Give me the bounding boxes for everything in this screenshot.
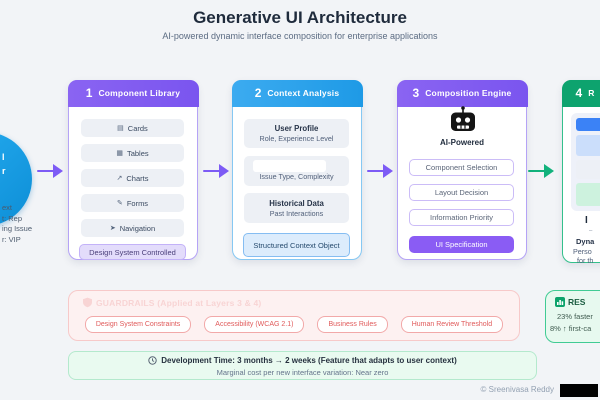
ui-specification-badge: UI Specification xyxy=(409,236,514,253)
flow-arrow-icon xyxy=(203,164,230,178)
metrics-line-1-row: Development Time: 3 months → 2 weeks (Fe… xyxy=(69,356,536,365)
development-metrics-bar: Development Time: 3 months → 2 weeks (Fe… xyxy=(68,351,537,380)
render-line-fragment: for th xyxy=(577,256,594,265)
render-heading-fragment: I xyxy=(585,215,588,226)
context-box-historical-data: Historical Data Past Interactions xyxy=(244,193,349,223)
render-sub-fragment: – xyxy=(589,228,593,234)
forms-icon: ✎ xyxy=(116,200,123,207)
guardrails-title: GUARDRAILS (Applied at Layers 3 & 4) xyxy=(96,297,262,308)
charts-icon: ↗ xyxy=(116,175,123,182)
panel-title: R xyxy=(588,88,595,98)
flow-arrow-icon xyxy=(367,164,394,178)
item-label: Tables xyxy=(126,148,149,158)
box-subtitle: Issue Type, Complexity xyxy=(259,172,334,181)
item-label: Charts xyxy=(126,173,149,183)
guardrails-box: GUARDRAILS (Applied at Layers 3 & 4) Des… xyxy=(68,290,520,341)
design-system-controlled-badge: Design System Controlled xyxy=(79,244,186,260)
copyright-credit: © Sreenivasa Reddy xyxy=(480,385,555,394)
guardrails-title-row: GUARDRAILS (Applied at Layers 3 & 4) xyxy=(83,297,261,308)
guardrail-pill: Accessibility (WCAG 2.1) xyxy=(204,316,305,333)
caption-line: t: Rep xyxy=(2,213,23,223)
guardrail-pill: Business Rules xyxy=(317,316,388,333)
caption-line: r: VIP xyxy=(2,234,21,244)
page-title: Generative UI Architecture xyxy=(193,8,407,27)
mini-ui-mockup xyxy=(571,113,600,211)
context-caption-list: ext t: Rep ing Issue r: VIP xyxy=(2,203,32,245)
caption-line: ext xyxy=(2,203,13,212)
item-label: Navigation xyxy=(119,223,156,233)
redaction-box xyxy=(560,384,598,397)
panel-title: Composition Engine xyxy=(425,88,512,98)
panel-composition-engine: 3 Composition Engine AI-Powered Componen… xyxy=(396,79,528,260)
navigation-icon: ➤ xyxy=(109,225,116,232)
box-subtitle: Role, Experience Level xyxy=(259,134,334,143)
results-line: 23% faster xyxy=(557,312,593,321)
panel-rendered-ui: 4 R I – Dyna Perso for th xyxy=(561,79,600,265)
guardrail-pill: Human Review Threshold xyxy=(400,316,504,333)
render-line-fragment: Perso xyxy=(573,247,592,256)
mockup-bar-gray xyxy=(576,160,600,179)
panel-component-library: 1 Component Library ▤ Cards ▦ Tables ↗ C… xyxy=(67,79,199,260)
mockup-bar-blue xyxy=(576,118,600,131)
panel-header: 4 R xyxy=(561,79,600,107)
bar-chart-icon xyxy=(555,297,565,307)
structured-context-object-badge: Structured Context Object xyxy=(243,233,350,257)
item-label: Cards xyxy=(127,123,148,133)
box-title: Historical Data xyxy=(269,198,324,208)
library-item-tables: ▦ Tables xyxy=(81,144,184,162)
results-title-row: RES xyxy=(555,297,585,307)
library-item-navigation: ➤ Navigation xyxy=(81,219,184,237)
clock-icon xyxy=(148,356,157,365)
step-number: 3 xyxy=(412,86,420,100)
engine-step-information-priority: Information Priority xyxy=(409,209,514,226)
context-box-current-case: Issue Type, Complexity xyxy=(244,156,349,186)
flow-arrow-icon xyxy=(37,164,64,178)
panel-header: 2 Context Analysis xyxy=(231,79,363,107)
context-box-user-profile: User Profile Role, Experience Level xyxy=(244,119,349,148)
results-title: RES xyxy=(568,297,586,307)
mockup-bar-lightblue xyxy=(576,135,600,156)
cards-icon: ▤ xyxy=(117,125,124,132)
ai-powered-label: AI-Powered xyxy=(439,138,484,147)
step-number: 2 xyxy=(254,86,262,100)
step-number: 4 xyxy=(575,86,583,100)
circle-text-fragment: l xyxy=(2,152,5,162)
library-item-cards: ▤ Cards xyxy=(81,119,184,137)
mockup-bar-green xyxy=(576,183,600,206)
panel-title: Component Library xyxy=(98,88,181,98)
panel-context-analysis: 2 Context Analysis User Profile Role, Ex… xyxy=(231,79,363,260)
library-item-forms: ✎ Forms xyxy=(81,194,184,212)
panel-header: 3 Composition Engine xyxy=(396,79,528,107)
results-line: 8% ↑ first-ca xyxy=(550,324,592,333)
flow-arrow-icon xyxy=(528,164,555,178)
metrics-line-1: Development Time: 3 months → 2 weeks (Fe… xyxy=(161,356,457,365)
shield-icon xyxy=(83,297,92,308)
engine-step-layout-decision: Layout Decision xyxy=(409,184,514,201)
metrics-line-2: Marginal cost per new interface variatio… xyxy=(216,368,389,377)
box-subtitle: Past Interactions xyxy=(269,208,324,218)
box-title: User Profile xyxy=(274,124,319,133)
step-number: 1 xyxy=(85,86,93,100)
blank-title-patch xyxy=(253,160,326,172)
page-subtitle: AI-powered dynamic interface composition… xyxy=(162,31,438,41)
item-label: Forms xyxy=(126,198,149,208)
results-box: RES 23% faster 8% ↑ first-ca xyxy=(545,290,600,343)
panel-title: Context Analysis xyxy=(267,88,340,98)
guardrails-pill-row: Design System Constraints Accessibility … xyxy=(69,316,519,333)
panel-header: 1 Component Library xyxy=(67,79,199,107)
tables-icon: ▦ xyxy=(116,150,123,157)
robot-icon xyxy=(448,106,478,139)
render-line-fragment: Dyna xyxy=(576,237,595,246)
library-item-charts: ↗ Charts xyxy=(81,169,184,187)
caption-line: ing Issue xyxy=(2,224,33,233)
engine-step-component-selection: Component Selection xyxy=(409,159,514,176)
circle-text-fragment: r xyxy=(2,166,6,176)
guardrail-pill: Design System Constraints xyxy=(84,316,192,333)
